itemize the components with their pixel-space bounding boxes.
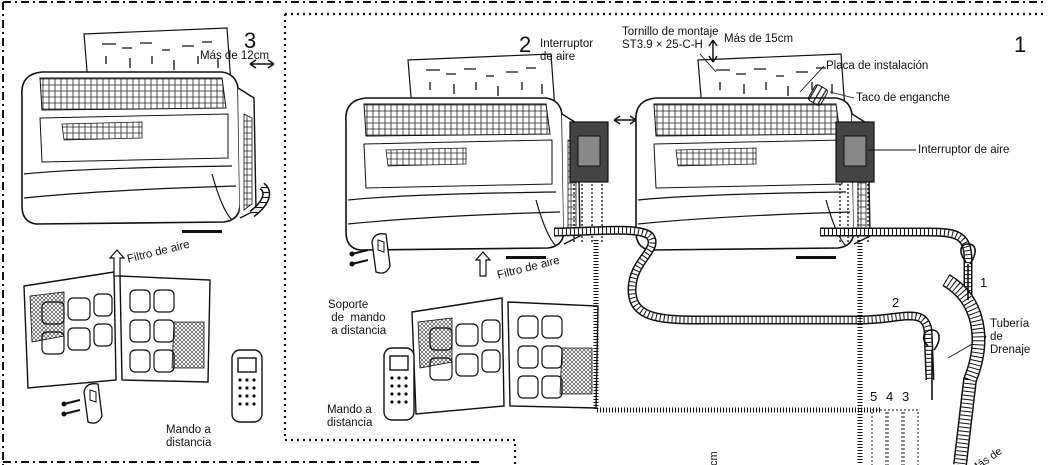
cutoff-cm-label: cm [708,451,720,465]
section-2-filter [411,297,599,415]
anchor-label: Taco de enganche [856,92,950,104]
panel-2-border [283,12,1044,465]
route-3-number: 3 [902,389,910,404]
section-3-clearance-label: Más de 12cm [200,50,270,62]
section-3-filter [23,271,211,389]
section-2-remote [383,347,415,421]
drain-hooks [922,243,976,400]
section-1-switch-label: Interruptor de aire [918,144,1010,156]
section-2-remote-label: Mando a distancia [327,404,373,429]
section-1-number: 1 [1014,32,1027,57]
section-2-switch-label: Interruptor de aire [540,38,594,63]
section-3-number: 3 [244,28,257,53]
section-1-clearance-arrow [708,39,718,63]
section-3-remote [231,349,263,423]
route-5-number: 5 [870,389,878,404]
pipe-routes [553,225,986,465]
section-2-number: 2 [519,32,532,57]
section-2-clearance-arrow [613,115,637,125]
screw-label: Tornillo de montaje ST3.9 × 25-C-H [622,26,719,51]
section-2-unit [345,53,581,260]
section-3-clearance-arrow [249,59,275,69]
section-3-holder [60,382,103,425]
section-1-clearance-label: Más de 15cm [724,33,794,45]
section-2-up-arrow [474,251,492,277]
route-2-number: 2 [892,295,900,310]
plate-label: Placa de instalación [826,60,929,72]
section-2-holder-label: Soporte de mando a distancia [328,299,387,337]
section-3-up-arrow [108,249,126,277]
route-1-number: 1 [980,275,988,290]
wall-blocks [871,409,919,465]
drain-label: Tubería de Drenaje [990,318,1031,356]
route-4-number: 4 [886,389,894,404]
anchor-plug [808,84,828,106]
section-3-remote-label: Mando a distancia [166,424,212,449]
